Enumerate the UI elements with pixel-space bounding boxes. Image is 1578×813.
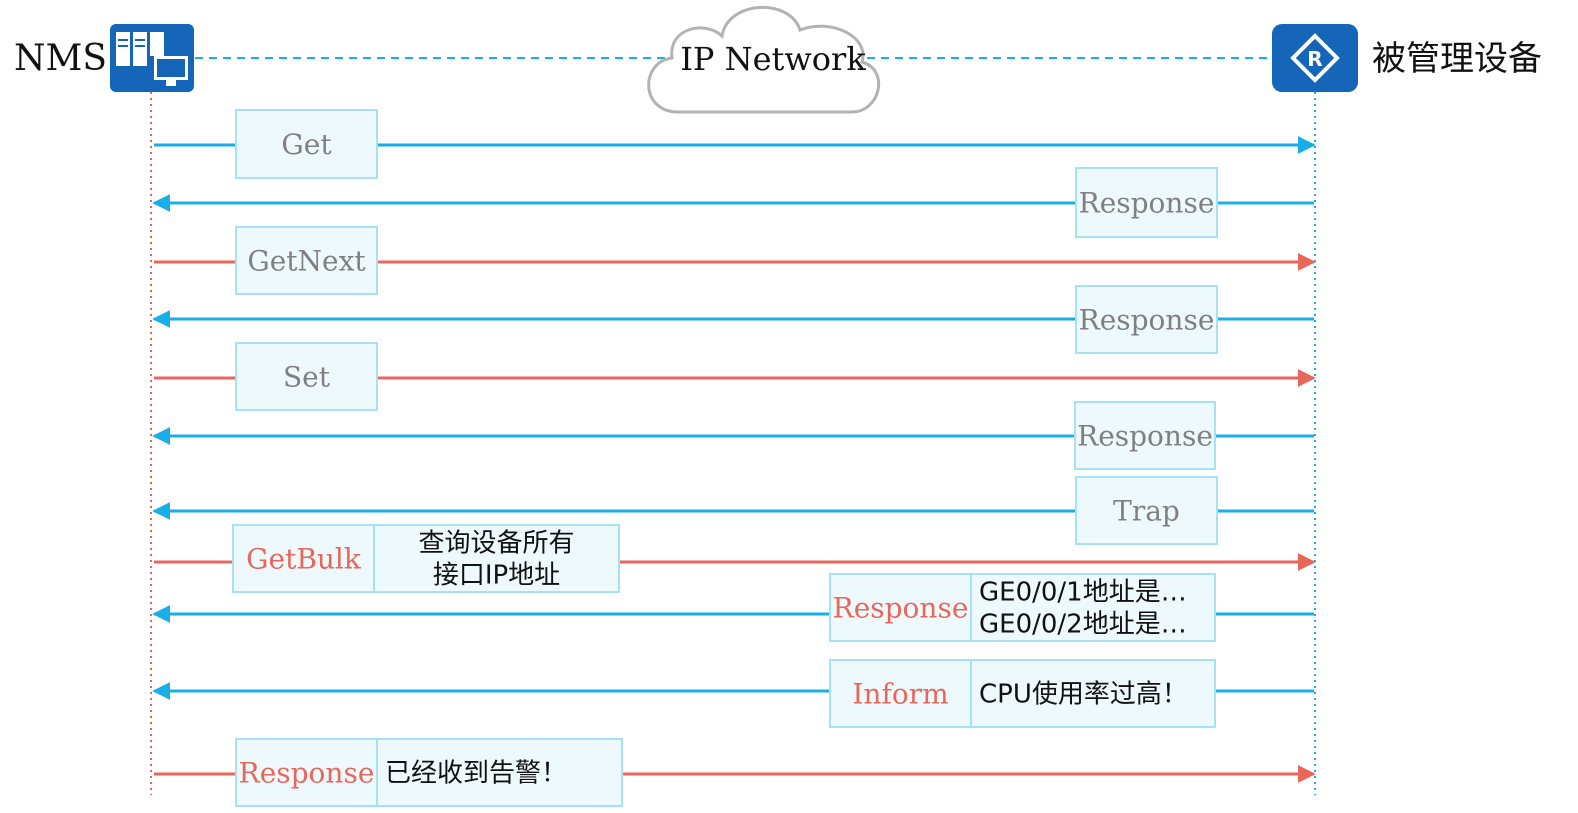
message-detail-line: 查询设备所有 <box>418 529 574 559</box>
cloud-icon <box>647 6 881 114</box>
message-10: Inform CPU使用率过高！ <box>152 659 1314 728</box>
message-label: Response <box>1077 420 1213 453</box>
message-label-box <box>1075 285 1218 354</box>
server-workstation-icon <box>110 24 194 92</box>
message-label: Response <box>833 592 969 625</box>
message-detail-box <box>373 524 620 593</box>
message-9: Response GE0/0/1地址是…GE0/0/2地址是… <box>152 573 1314 642</box>
message-label: Response <box>1079 187 1215 220</box>
network-label: IP Network <box>680 40 866 78</box>
message-label-box <box>1075 167 1218 238</box>
message-detail-line: 接口IP地址 <box>433 561 560 591</box>
message-detail-box <box>970 573 1216 642</box>
message-label-box <box>235 342 378 411</box>
message-5: Set <box>154 342 1316 411</box>
message-label-box <box>235 109 378 179</box>
message-label: Trap <box>1113 495 1180 528</box>
message-detail-box <box>376 738 623 807</box>
message-label-box <box>829 573 972 642</box>
message-label: GetBulk <box>246 543 362 576</box>
nms-label: NMS <box>14 38 107 79</box>
message-label: Response <box>1079 304 1215 337</box>
message-label: Get <box>281 128 332 161</box>
device-label: 被管理设备 <box>1372 39 1542 79</box>
router-icon: R <box>1272 24 1358 92</box>
message-7: Trap <box>152 476 1314 545</box>
message-6: Response <box>152 401 1314 470</box>
message-1: Get <box>154 109 1316 179</box>
message-3: GetNext <box>154 226 1316 295</box>
message-detail-line: CPU使用率过高！ <box>979 680 1188 710</box>
message-label: Inform <box>852 678 948 711</box>
message-detail-line: GE0/0/2地址是… <box>979 610 1187 640</box>
message-label-box <box>235 226 378 295</box>
router-icon-letter: R <box>1307 47 1322 71</box>
message-detail-box <box>970 659 1216 728</box>
message-detail-line: GE0/0/1地址是… <box>979 578 1187 608</box>
message-4: Response <box>152 285 1314 354</box>
message-list: GetResponseGetNextResponseSetResponseTra… <box>152 109 1316 807</box>
message-label: GetNext <box>247 245 366 278</box>
message-label: Response <box>239 757 375 790</box>
message-label: Set <box>283 361 331 394</box>
message-label-box <box>232 524 375 593</box>
message-label-box <box>1074 401 1216 470</box>
message-11: Response 已经收到告警！ <box>154 738 1316 807</box>
message-label-box <box>1075 476 1218 545</box>
message-label-box <box>235 738 378 807</box>
message-detail-line: 已经收到告警！ <box>385 759 567 789</box>
message-2: Response <box>152 167 1314 238</box>
